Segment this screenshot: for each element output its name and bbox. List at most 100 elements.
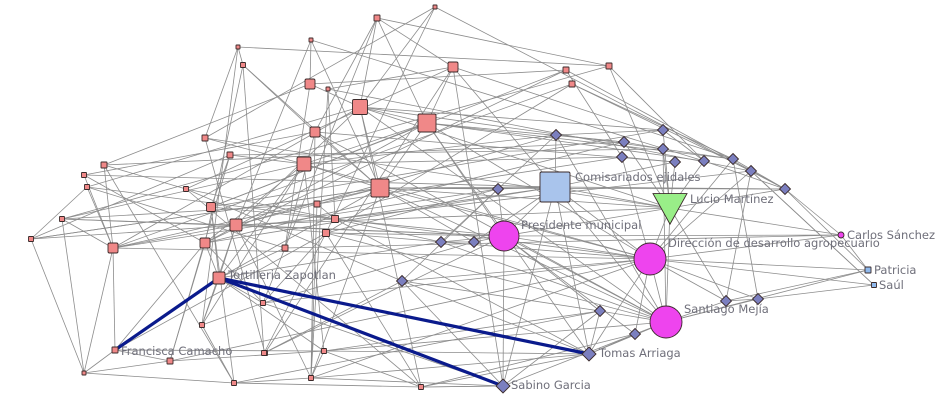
- node-carlos[interactable]: [837, 231, 845, 239]
- node[interactable]: [304, 78, 316, 90]
- node[interactable]: [325, 86, 331, 92]
- node[interactable]: [778, 182, 792, 196]
- edge-p16-p22: [30, 154, 231, 240]
- node[interactable]: [322, 229, 330, 237]
- edge-p3-p28: [359, 6, 436, 108]
- edge-santiago-patricia: [665, 269, 869, 323]
- node-santiago[interactable]: [649, 305, 683, 339]
- edge-p30-p10: [210, 69, 567, 208]
- node[interactable]: [491, 182, 505, 196]
- node[interactable]: [261, 350, 267, 356]
- edge-carlos-patricia: [840, 234, 869, 271]
- node[interactable]: [309, 126, 321, 138]
- node[interactable]: [395, 274, 409, 288]
- edge-tortilleria-p14: [218, 247, 286, 279]
- node[interactable]: [240, 62, 246, 68]
- edge-direccion-d18: [649, 258, 759, 300]
- edge-p15-d4: [316, 156, 623, 205]
- strong-tie-tortilleria-francisca: [113, 276, 221, 352]
- node[interactable]: [432, 4, 438, 10]
- node-francisca[interactable]: [111, 346, 119, 354]
- node-tomas[interactable]: [581, 346, 597, 362]
- edge-direccion-d4: [621, 156, 651, 260]
- edge-p13-santiago: [325, 232, 667, 323]
- edge-p27-p8: [235, 39, 312, 226]
- node[interactable]: [568, 80, 576, 88]
- node[interactable]: [313, 200, 321, 208]
- node[interactable]: [370, 178, 390, 198]
- node[interactable]: [417, 113, 437, 133]
- node[interactable]: [656, 123, 670, 137]
- node[interactable]: [719, 294, 733, 308]
- node[interactable]: [201, 134, 209, 142]
- edge-p23-d14: [185, 188, 403, 282]
- node[interactable]: [81, 370, 87, 376]
- node[interactable]: [373, 14, 381, 22]
- node-comisariados[interactable]: [539, 171, 571, 203]
- node[interactable]: [726, 152, 740, 166]
- node[interactable]: [183, 186, 189, 192]
- edge-direccion-tomas: [588, 258, 651, 355]
- node[interactable]: [562, 66, 570, 74]
- node[interactable]: [447, 61, 459, 73]
- node-tortilleria[interactable]: [212, 271, 226, 285]
- node[interactable]: [593, 304, 607, 318]
- node[interactable]: [321, 348, 327, 354]
- edge-d17-patricia: [725, 269, 869, 302]
- edge-lucio-presidente: [503, 207, 671, 237]
- edge-p26-p5: [314, 17, 378, 133]
- edge-p37-d14: [263, 280, 403, 354]
- node[interactable]: [229, 218, 243, 232]
- node-sabino[interactable]: [495, 378, 511, 394]
- node[interactable]: [668, 155, 682, 169]
- node[interactable]: [418, 384, 424, 390]
- node[interactable]: [166, 357, 174, 365]
- node[interactable]: [605, 62, 613, 70]
- edge-p9-d3: [204, 141, 625, 244]
- node-lucio[interactable]: [652, 193, 688, 226]
- node[interactable]: [100, 161, 108, 169]
- node-saul[interactable]: [871, 282, 877, 288]
- edge-p32-p13: [325, 83, 573, 234]
- node-label-direccion: Dirección de desarrollo agropecuario: [668, 236, 880, 250]
- node[interactable]: [226, 151, 234, 159]
- node[interactable]: [59, 216, 65, 222]
- node-direccion[interactable]: [633, 242, 667, 276]
- node[interactable]: [656, 142, 670, 156]
- node[interactable]: [434, 235, 448, 249]
- node[interactable]: [549, 128, 563, 142]
- node[interactable]: [199, 237, 211, 249]
- node-patricia[interactable]: [864, 266, 872, 274]
- node[interactable]: [231, 380, 237, 386]
- edge-tortilleria-p42: [218, 277, 325, 352]
- node[interactable]: [467, 235, 481, 249]
- node[interactable]: [751, 292, 765, 306]
- node[interactable]: [628, 327, 642, 341]
- node[interactable]: [235, 44, 241, 50]
- node[interactable]: [617, 135, 631, 149]
- node[interactable]: [697, 154, 711, 168]
- edge-p7-p27: [309, 39, 312, 85]
- node[interactable]: [206, 202, 216, 212]
- node[interactable]: [744, 164, 758, 178]
- node[interactable]: [107, 242, 119, 254]
- node[interactable]: [199, 322, 205, 328]
- node[interactable]: [81, 172, 87, 178]
- node[interactable]: [331, 215, 339, 223]
- node[interactable]: [308, 375, 314, 381]
- node-label-presidente: Presidente municipal: [521, 218, 641, 232]
- node[interactable]: [615, 150, 629, 164]
- node[interactable]: [84, 184, 90, 190]
- node-presidente[interactable]: [488, 220, 520, 252]
- node[interactable]: [260, 300, 266, 306]
- node[interactable]: [308, 37, 314, 43]
- node[interactable]: [352, 99, 368, 115]
- node[interactable]: [281, 244, 289, 252]
- node[interactable]: [296, 156, 312, 172]
- node[interactable]: [28, 236, 34, 242]
- edge-presidente-sabino: [502, 235, 505, 387]
- edge-d2-d3: [555, 134, 625, 143]
- edge-p13-d1: [325, 188, 499, 234]
- edge-francisca-p9: [114, 242, 206, 351]
